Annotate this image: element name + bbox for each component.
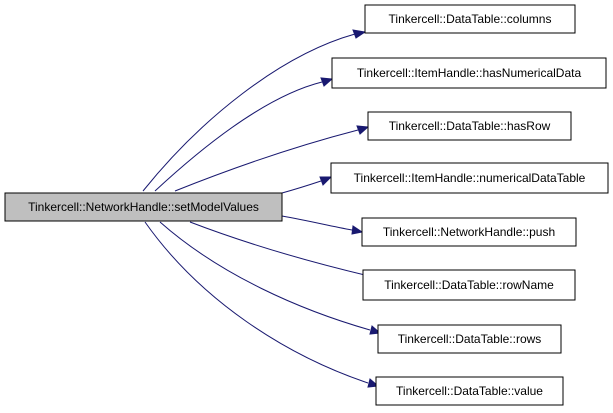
target-node-box: [331, 57, 607, 89]
edge-to-rowname: [189, 221, 381, 281]
edge-to-hasnumericaldata: [154, 77, 334, 192]
target-node-box: [361, 217, 577, 247]
nodes: Tinkercell::NetworkHandle::setModelValue…: [4, 4, 609, 406]
target-node-label: Tinkercell::DataTable::hasRow: [389, 119, 551, 133]
edges: [142, 29, 382, 388]
edge-to-push: [281, 215, 364, 235]
edge-to-hasrow: [174, 125, 370, 192]
target-node-push[interactable]: Tinkercell::NetworkHandle::push: [361, 217, 577, 247]
target-node-box: [375, 376, 564, 406]
target-node-hasrow[interactable]: Tinkercell::DataTable::hasRow: [367, 111, 572, 141]
target-node-value[interactable]: Tinkercell::DataTable::value: [375, 376, 564, 406]
target-node-box: [367, 111, 572, 141]
target-node-label: Tinkercell::ItemHandle::hasNumericalData: [357, 66, 582, 80]
target-node-box: [377, 324, 562, 354]
target-node-label: Tinkercell::DataTable::columns: [389, 12, 552, 26]
source-node[interactable]: Tinkercell::NetworkHandle::setModelValue…: [4, 192, 283, 222]
target-node-hasnumericaldata[interactable]: Tinkercell::ItemHandle::hasNumericalData: [331, 57, 607, 89]
source-node-box: [4, 192, 283, 222]
source-node-label: Tinkercell::NetworkHandle::setModelValue…: [28, 200, 259, 214]
target-node-box: [362, 269, 576, 301]
target-node-label: Tinkercell::DataTable::value: [396, 384, 543, 398]
target-node-label: Tinkercell::DataTable::rowName: [384, 278, 554, 292]
target-node-numericaldatatable[interactable]: Tinkercell::ItemHandle::numericalDataTab…: [330, 162, 609, 194]
target-node-rowname[interactable]: Tinkercell::DataTable::rowName: [362, 269, 576, 301]
target-node-label: Tinkercell::NetworkHandle::push: [383, 225, 555, 239]
target-node-box: [330, 162, 609, 194]
target-node-rows[interactable]: Tinkercell::DataTable::rows: [377, 324, 562, 354]
target-node-label: Tinkercell::ItemHandle::numericalDataTab…: [354, 171, 586, 185]
target-node-label: Tinkercell::DataTable::rows: [398, 332, 542, 346]
target-node-box: [364, 4, 576, 34]
target-node-columns[interactable]: Tinkercell::DataTable::columns: [364, 4, 576, 34]
edge-to-numericaldatatable: [281, 176, 333, 194]
edge-to-columns: [142, 29, 367, 192]
